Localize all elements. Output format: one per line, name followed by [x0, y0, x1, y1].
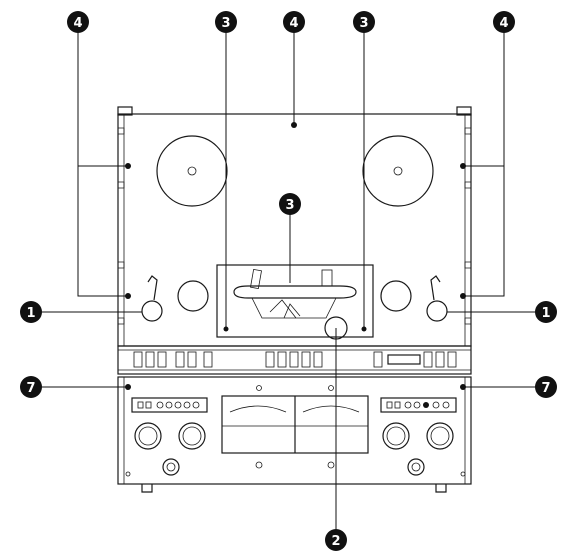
right-reel — [362, 135, 434, 207]
left-guide-roller — [177, 280, 209, 312]
left-reel — [156, 135, 228, 207]
right-guide-roller — [380, 280, 412, 312]
screws — [125, 122, 466, 332]
callout-label: 3 — [359, 16, 368, 31]
left-tension-arm — [141, 275, 163, 322]
callout-label: 4 — [499, 16, 508, 31]
callout-7-left: 7 — [20, 376, 42, 398]
left-level-controls — [131, 397, 208, 476]
callout-7-right: 7 — [535, 376, 557, 398]
button-strip — [117, 345, 472, 375]
vu-meters — [221, 395, 369, 454]
small-screws — [125, 385, 466, 477]
callout-2-bottom: 2 — [325, 529, 347, 551]
right-level-controls — [380, 397, 457, 476]
callout-label: 2 — [331, 534, 340, 549]
right-tension-arm — [426, 275, 448, 322]
callout-1-left: 1 — [20, 301, 42, 323]
callout-4-right: 4 — [493, 11, 515, 33]
callout-3-right: 3 — [353, 11, 375, 33]
callout-3-center: 3 — [279, 193, 301, 215]
callout-label: 7 — [26, 381, 35, 396]
callout-1-right: 1 — [535, 301, 557, 323]
callout-label: 4 — [289, 16, 298, 31]
callout-label: 7 — [541, 381, 550, 396]
callout-label: 3 — [285, 198, 294, 213]
callout-4-top: 4 — [283, 11, 305, 33]
callout-label: 1 — [541, 306, 550, 321]
callout-label: 1 — [26, 306, 35, 321]
electronics-panel — [117, 376, 472, 493]
callout-4-left: 4 — [67, 11, 89, 33]
callout-label: 3 — [221, 16, 230, 31]
leader-lines — [41, 32, 536, 530]
head-block — [216, 264, 374, 340]
callout-label: 4 — [73, 16, 82, 31]
lower-screws — [125, 384, 466, 390]
callout-3-left: 3 — [215, 11, 237, 33]
